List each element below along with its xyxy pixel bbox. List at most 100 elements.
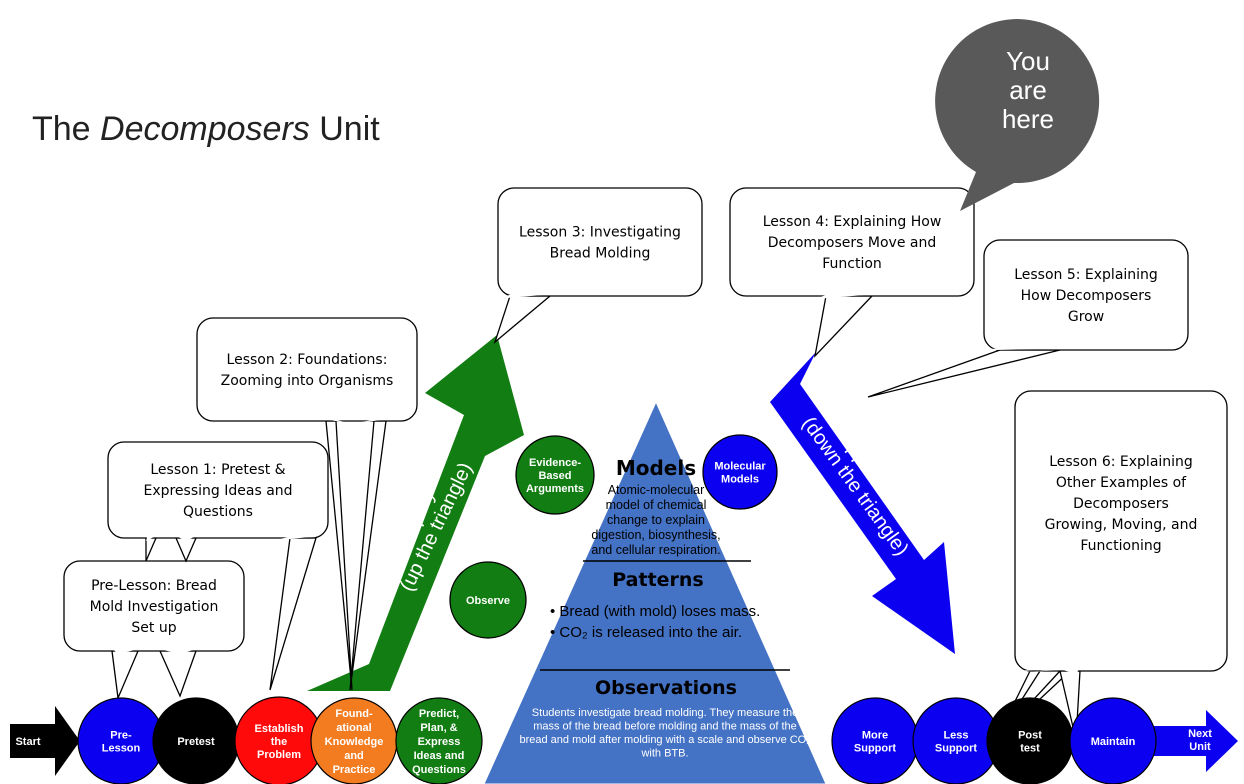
text-line: Growing, Moving, and: [1045, 517, 1198, 533]
text-line: Other Examples of: [1056, 475, 1187, 491]
next-unit-arrow: [1150, 710, 1238, 772]
text-line: Pre-Lesson: Bread: [91, 578, 217, 594]
text-line: Observe: [466, 595, 510, 607]
text-line: Pre-: [110, 730, 132, 742]
text-line: Express: [418, 736, 461, 748]
text-line: ational: [336, 722, 371, 734]
start-label: Start: [15, 736, 40, 748]
text-line: Decomposers: [1073, 496, 1169, 512]
text-line: Post: [1018, 730, 1042, 742]
text-line: Based: [538, 470, 571, 482]
text-line: How Decomposers: [1021, 288, 1152, 304]
text-line: Expressing Ideas and: [143, 483, 292, 499]
patterns-heading: Patterns: [612, 569, 704, 591]
application-arrow: Application(down the triangle): [770, 352, 955, 654]
patterns-bullet: • Bread (with mold) loses mass.: [550, 603, 760, 620]
text-line: mass of the bread before molding and the…: [533, 721, 797, 733]
lesson-2-callout: Lesson 2: Foundations:Zooming into Organ…: [196, 317, 418, 691]
text-line: Ideas and: [414, 750, 465, 762]
text-line: are: [1009, 75, 1047, 105]
pretest-step-label: Pretest: [177, 736, 215, 748]
text-line: Lesson 5: Explaining: [1014, 267, 1158, 283]
text-line: Lesson: [102, 743, 141, 755]
pretest-step: Pretest: [152, 697, 240, 784]
text-line: Zooming into Organisms: [221, 373, 394, 389]
unit-title: The Decomposers Unit: [32, 110, 380, 148]
text-line: Support: [935, 743, 977, 755]
text-line: Maintain: [1091, 736, 1136, 748]
text-line: Next: [1188, 728, 1212, 740]
patterns-bullet: • CO₂ is released into the air.: [550, 624, 742, 641]
text-line: and cellular respiration.: [591, 543, 720, 557]
patterns-bullets: • Bread (with mold) loses mass. • CO₂ is …: [550, 603, 760, 641]
text-line: Lesson 4: Explaining How: [763, 214, 942, 230]
text-line: Grow: [1068, 309, 1104, 325]
text-line: digestion, biosynthesis,: [591, 528, 720, 542]
pre-lesson-step: Pre-Lesson: [77, 697, 165, 784]
text-line: You: [1006, 46, 1050, 76]
models-heading: Models: [616, 456, 696, 480]
text-line: Predict,: [419, 708, 459, 720]
observe-label: Observe: [466, 595, 510, 607]
text-line: and: [344, 750, 364, 762]
maintain-step-label: Maintain: [1091, 736, 1136, 748]
text-line: Plan, &: [420, 722, 457, 734]
text-line: bread and mold after molding with a scal…: [519, 734, 810, 746]
text-line: Functioning: [1080, 538, 1161, 554]
text-line: Support: [854, 743, 896, 755]
text-line: Knowledge: [325, 736, 384, 748]
application-label: Application(down the triangle): [797, 400, 930, 560]
maintain-step: Maintain: [1069, 697, 1157, 784]
text-line: Students investigate bread molding. They…: [532, 707, 798, 719]
text-line: Function: [822, 256, 882, 272]
text-line: Questions: [183, 504, 253, 520]
text-line: Pretest: [177, 736, 215, 748]
text-line: Bread Molding: [550, 246, 651, 262]
text-line: Evidence-: [529, 457, 581, 469]
observe-circle: Observe: [449, 561, 527, 639]
text-line: model of chemical: [606, 498, 707, 512]
text-line: Establish: [255, 723, 304, 735]
start-arrow: [10, 706, 80, 776]
text-line: Questions: [412, 764, 466, 776]
pre-lesson-step-label: Pre-Lesson: [102, 730, 141, 755]
text-line: Practice: [333, 764, 376, 776]
text-line: test: [1020, 743, 1040, 755]
text-line: Models: [721, 473, 759, 485]
text-line: Lesson 3: Investigating: [519, 225, 681, 241]
text-line: Found-: [335, 708, 373, 720]
text-line: Lesson 1: Pretest &: [150, 462, 285, 478]
text-line: with BTB.: [640, 748, 688, 760]
text-line: Decomposers Move and: [768, 235, 937, 251]
text-line: Atomic-molecular: [608, 483, 705, 497]
